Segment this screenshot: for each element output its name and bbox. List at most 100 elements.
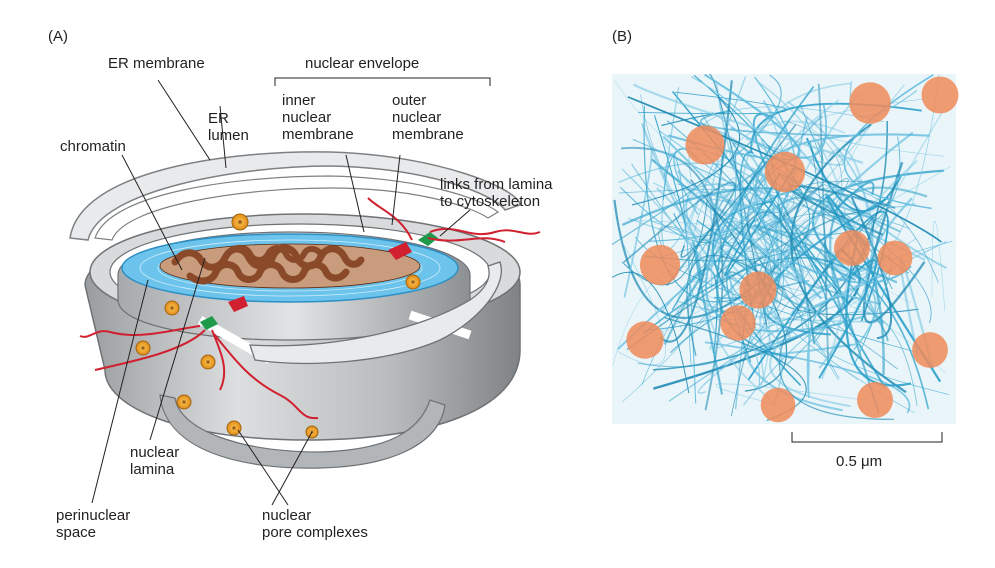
micrograph-filament [640,123,823,287]
micrograph-filament [710,198,834,240]
micrograph-pore [626,321,664,359]
micrograph-filament [623,181,736,287]
micrograph-filament [833,159,919,273]
micrograph-filament [635,236,924,355]
micrograph-filament [621,146,724,411]
micrograph-filament [627,96,942,243]
micrograph-filament [714,211,816,345]
nucleus-3d-illustration [69,151,541,469]
chromatin-mass [159,243,421,289]
micrograph-filament [818,259,877,379]
micrograph-filament [632,83,864,165]
micrograph-filament [688,199,859,325]
label-nuclear-lamina: nuclear lamina [130,444,180,478]
micrograph-filament [737,120,843,365]
micrograph-pore-complexes [626,76,959,423]
micrograph-filament [724,166,795,277]
micrograph-filament [692,241,724,395]
scale-bar-label: 0.5 μm [836,453,883,470]
scale-bar [791,432,943,443]
label-er-membrane: ER membrane [108,55,205,72]
micrograph-pore [760,387,796,423]
micrograph-filament [653,120,888,371]
micrograph-filament [720,74,940,280]
micrograph-filament [668,296,846,402]
micrograph-filament [686,254,786,356]
label-inner-nuclear-membrane: inner nuclear membrane [282,92,354,143]
micrograph-filament [850,196,893,340]
micrograph-filament [705,165,842,332]
micrograph-filament [662,90,884,240]
micrograph-pore [849,82,891,124]
micrograph-filaments [611,73,953,422]
micrograph-filament [621,168,760,386]
er-sheet-back [69,151,521,241]
micrograph-filament [862,161,926,324]
micrograph-filament [631,96,741,206]
micrograph-filament [776,140,828,288]
micrograph-pore [639,244,681,286]
micrograph-filament [790,123,907,394]
label-chromatin: chromatin [60,138,126,155]
micrograph-filament [638,91,787,115]
micrograph-filament [716,86,815,359]
micrograph-filament [757,81,850,380]
micrograph-pore [739,271,777,309]
er-lumen-band [94,175,500,241]
micrograph-filament [724,255,859,381]
lamina-line-1 [139,239,441,297]
nuclear-pore-complexes [135,213,421,439]
micrograph-filament [831,181,875,215]
micrograph-filament [754,133,930,300]
label-outer-nuclear-membrane: outer nuclear membrane [392,92,464,143]
micrograph-filament [769,320,851,408]
micrograph-pore [720,305,756,341]
micrograph-filament [800,104,824,162]
micrograph-filament [659,80,733,343]
label-links-lamina-cytoskeleton: links from lamina to cytoskeleton [440,176,553,210]
micrograph-filament [843,74,934,210]
micrograph-filament [690,117,932,323]
micrograph-filament [827,147,879,306]
micrograph-filament [825,193,942,383]
micrograph-filament [697,351,745,394]
micrograph-filament [730,103,828,159]
micrograph-filament [663,153,697,404]
micrograph-pore [857,382,893,418]
label-perinuclear-space: perinuclear space [56,507,131,541]
label-nuclear-envelope: nuclear envelope [305,55,420,72]
micrograph-filament [612,251,946,374]
micrograph-filament [623,151,653,298]
micrograph-filament [931,220,946,311]
micrograph-pore [877,240,913,276]
micrograph-pore [764,151,806,193]
label-leader-lines [91,77,491,506]
micrograph-filament [621,194,709,286]
micrograph-filament [845,233,912,387]
micrograph-filament [711,111,916,208]
label-er-lumen: ER lumen [208,110,249,144]
micrograph-filament [637,144,783,368]
micrograph-filament [644,120,776,331]
micrograph-pore [834,230,870,266]
micrograph-filament [712,200,802,386]
micrograph-filament [704,341,911,414]
label-nuclear-pore-complexes: nuclear pore complexes [262,507,368,541]
micrograph-pore [685,125,725,165]
micrograph-filament [685,183,926,261]
micrograph-filament [690,75,769,240]
micrograph-filament [806,294,870,398]
micrograph-filament [817,83,830,365]
micrograph-filament [617,238,667,366]
micrograph-filament [758,315,866,356]
micrograph-filament [805,137,902,213]
lamina-micrograph [611,73,959,424]
micrograph-pore [912,332,948,368]
micrograph-pore [921,76,959,114]
er-sheet-front [249,261,502,365]
micrograph-filament [651,130,791,256]
cytoskeleton-filaments [79,197,541,420]
micrograph-filament [622,84,905,403]
panel-label-a: (A) [48,28,68,45]
